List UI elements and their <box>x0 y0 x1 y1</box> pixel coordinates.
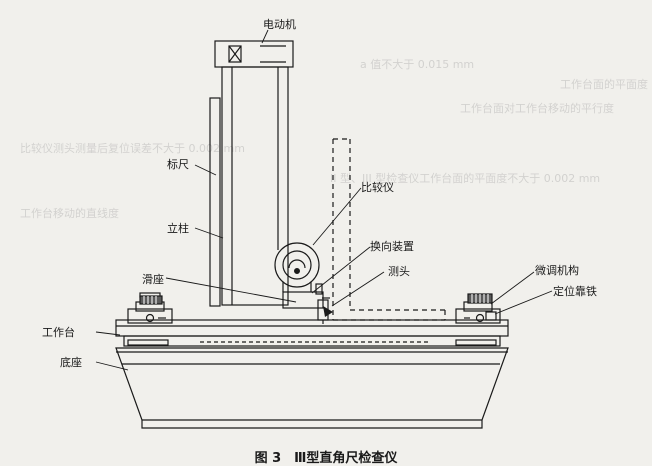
probe-arrow <box>323 306 333 317</box>
right-knob <box>467 293 493 304</box>
base-body <box>115 347 509 429</box>
leader-lines <box>95 29 553 371</box>
square-under-test <box>332 138 446 321</box>
bleed-text-line: a 值不大于 0.015 mm <box>360 58 475 71</box>
bleed-text-line: 工作台移动的直线度 <box>20 207 119 220</box>
comparator-dial <box>274 242 320 292</box>
label-worktable: 工作台 <box>42 326 75 339</box>
bleed-text-line: 工作台面对工作台移动的平行度 <box>460 102 614 115</box>
motor-body <box>214 40 294 68</box>
column-body <box>221 66 289 306</box>
worktable-body <box>123 335 501 347</box>
label-locating-block: 定位靠铁 <box>553 285 597 298</box>
label-comparator: 比较仪 <box>361 181 394 194</box>
worktable-plate <box>115 292 509 337</box>
label-base: 底座 <box>60 356 82 369</box>
bleed-text-line: 比较仪测头测量后复位误差不大于 0.002 mm <box>20 142 245 155</box>
label-motor: 电动机 <box>263 18 296 31</box>
left-knob <box>139 295 163 305</box>
slide-block <box>282 283 330 324</box>
figure-caption: 图 3 Ⅲ型直角尺检查仪 <box>254 451 398 466</box>
label-column: 立柱 <box>167 222 189 235</box>
label-reversing-device: 换向装置 <box>370 240 414 253</box>
bleed-text-line: 工作台面的平面度 <box>560 78 648 91</box>
scale-bar <box>209 97 221 307</box>
label-probe: 测头 <box>388 265 410 278</box>
label-slide: 滑座 <box>142 273 164 286</box>
bleed-text-line: II 型、III 型检查仪工作台面的平面度不大于 0.002 mm <box>330 172 601 185</box>
label-scale: 标尺 <box>167 158 189 171</box>
label-fine-adjust: 微调机构 <box>535 264 579 277</box>
